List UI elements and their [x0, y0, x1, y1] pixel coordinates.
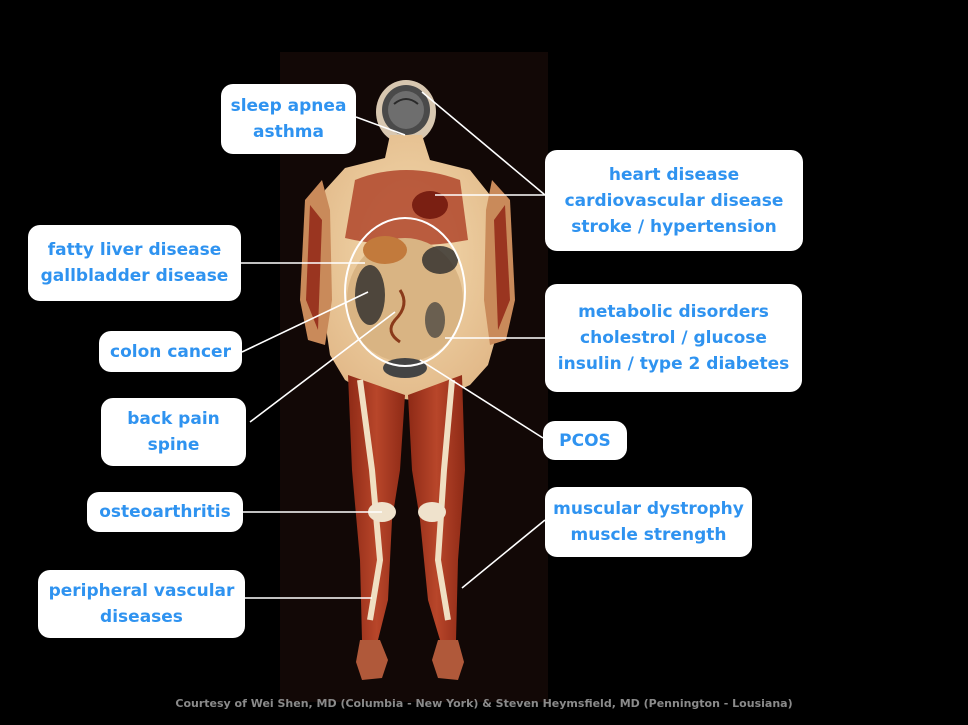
label-back-pain: back pain spine [101, 398, 246, 466]
label-fatty-liver: fatty liver disease gallbladder disease [28, 225, 241, 301]
label-peripheral-vascular: peripheral vascular diseases [38, 570, 245, 638]
label-sleep-apnea: sleep apnea asthma [221, 84, 356, 154]
label-colon-cancer: colon cancer [99, 331, 242, 372]
label-heart-disease: heart disease cardiovascular disease str… [545, 150, 803, 251]
label-pcos: PCOS [543, 421, 627, 460]
label-muscular-dystrophy: muscular dystrophy muscle strength [545, 487, 752, 557]
image-credit: Courtesy of Wei Shen, MD (Columbia - New… [0, 697, 968, 710]
torso [318, 135, 500, 400]
label-metabolic-disorders: metabolic disorders cholestrol / glucose… [545, 284, 802, 392]
label-osteoarthritis: osteoarthritis [87, 492, 243, 532]
head [376, 80, 436, 144]
